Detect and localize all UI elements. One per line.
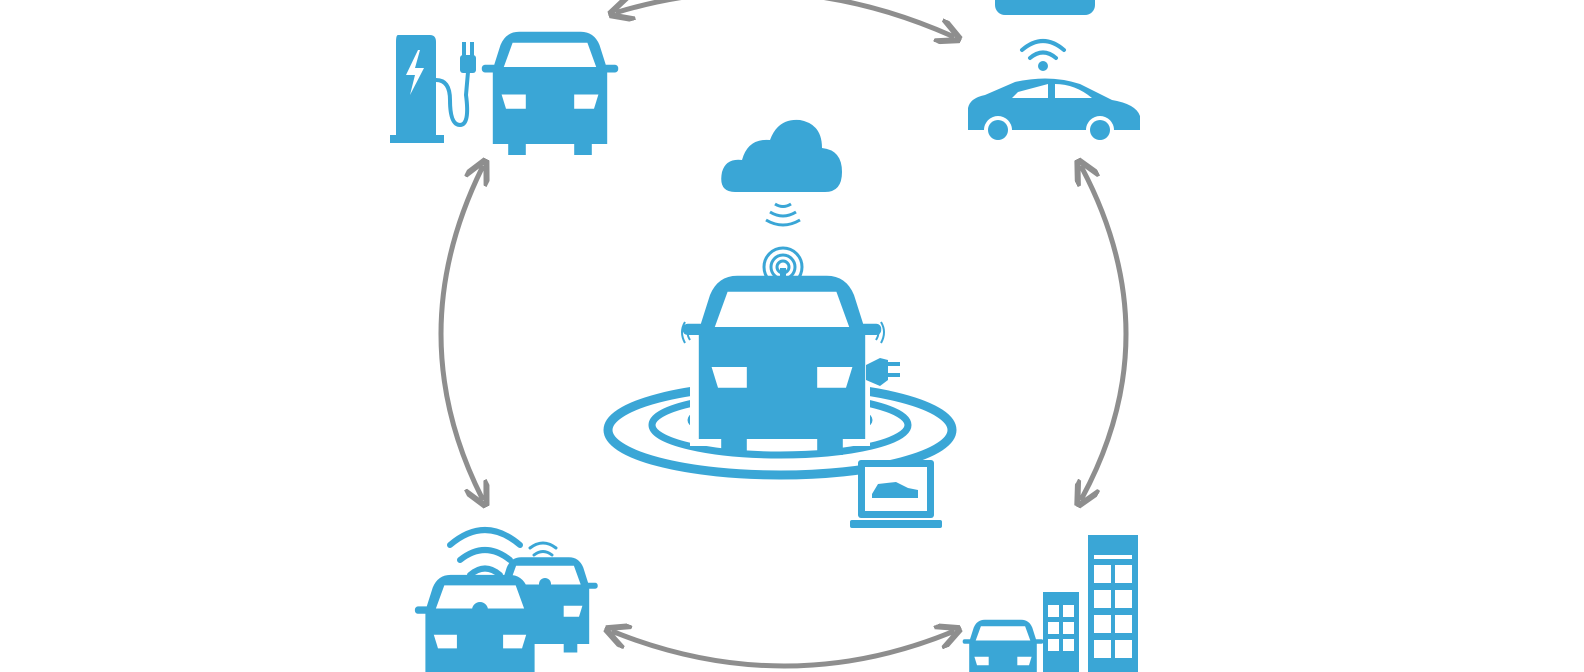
- charging-station-icon: [390, 35, 470, 143]
- arrow-bottom: [614, 632, 952, 669]
- car-front-icon: [481, 31, 619, 155]
- sensor-waves-icon: [681, 321, 885, 344]
- bottom-left-node: [414, 527, 598, 672]
- signal-waves-icon: [765, 202, 801, 227]
- top-left-node: [390, 31, 619, 155]
- car-side-icon: [968, 78, 1140, 144]
- arrow-top: [618, 0, 952, 36]
- car-front-icon: [682, 275, 882, 455]
- bottom-right-node: [962, 535, 1138, 672]
- buildings-icon: [1043, 535, 1138, 672]
- center-node: [603, 119, 957, 528]
- cloud-icon: [995, 0, 1095, 15]
- connection-arrows: [438, 0, 1129, 669]
- wifi-icon: [447, 527, 523, 578]
- car-front-icon: [962, 619, 1044, 672]
- plug-icon: [866, 358, 900, 386]
- car-with-driver-icon: [414, 557, 598, 672]
- wifi-icon: [1020, 39, 1066, 71]
- arrow-left: [438, 168, 482, 498]
- top-right-node: [968, 0, 1140, 144]
- plug-icon: [460, 42, 476, 73]
- arrow-right: [1082, 168, 1129, 498]
- laptop-icon: [850, 460, 942, 528]
- cloud-icon: [721, 119, 842, 192]
